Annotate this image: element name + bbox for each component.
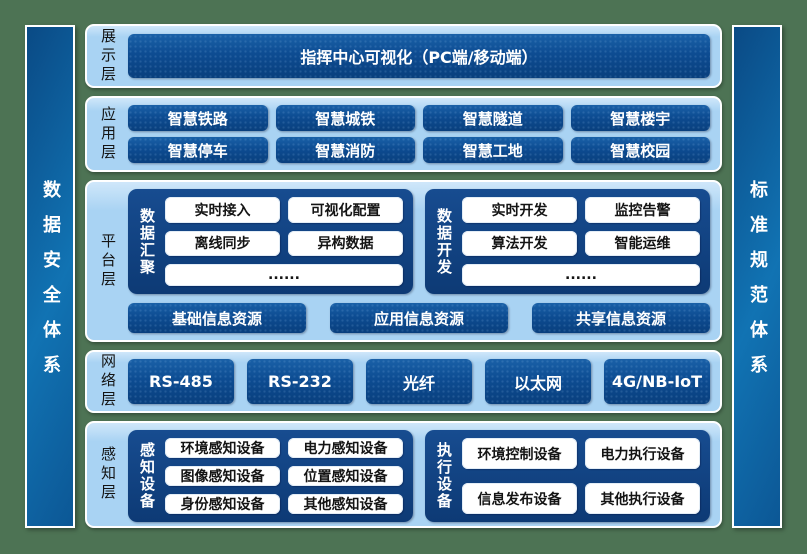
execution-devices-group: 执行设备 环境控制设备 电力执行设备 信息发布设备 其他执行设备 [425, 430, 710, 522]
data-aggregation-group: 数据汇聚 实时接入 可视化配置 离线同步 异构数据 ...... [128, 189, 413, 294]
shared-info-resource-button: 共享信息资源 [532, 303, 710, 333]
pill-image-sensing: 图像感知设备 [165, 466, 280, 486]
data-security-pillar: 数据安全体系 [25, 25, 75, 528]
pill-more-aggregation: ...... [165, 264, 403, 286]
presentation-layer-panel: 展示层 指挥中心可视化（PC端/移动端） [85, 24, 722, 88]
pill-identity-sensing: 身份感知设备 [165, 494, 280, 514]
presentation-layer-label: 展示层 [99, 27, 117, 85]
pill-visual-config: 可视化配置 [288, 197, 403, 223]
application-buttons-grid: 智慧铁路 智慧城铁 智慧隧道 智慧楼宇 智慧停车 智慧消防 智慧工地 智慧校园 [128, 105, 710, 163]
perception-layer-panel: 感知层 感知设备 环境感知设备 电力感知设备 图像感知设备 位置感知设备 身份感… [85, 421, 722, 528]
command-center-visualization-button: 指挥中心可视化（PC端/移动端） [128, 34, 710, 78]
pill-realtime-access: 实时接入 [165, 197, 280, 223]
net-button-4g-nbiot: 4G/NB-IoT [604, 359, 710, 404]
platform-layer-panel: 平台层 数据汇聚 实时接入 可视化配置 离线同步 异构数据 ...... 数据开… [85, 180, 722, 342]
pill-other-execution: 其他执行设备 [585, 483, 700, 514]
platform-layer-label: 平台层 [99, 232, 117, 290]
basic-info-resource-button: 基础信息资源 [128, 303, 306, 333]
pill-power-sensing: 电力感知设备 [288, 438, 403, 458]
net-button-rs232: RS-232 [247, 359, 353, 404]
data-aggregation-group-label: 数据汇聚 [138, 207, 156, 276]
net-button-fiber: 光纤 [366, 359, 472, 404]
pill-intelligent-ops: 智能运维 [585, 230, 700, 257]
pill-heterogeneous-data: 异构数据 [288, 230, 403, 257]
pill-realtime-dev: 实时开发 [462, 197, 577, 223]
perception-layer-label: 感知层 [99, 446, 117, 503]
data-development-group-label: 数据开发 [435, 207, 453, 276]
pill-location-sensing: 位置感知设备 [288, 466, 403, 486]
pill-other-sensing: 其他感知设备 [288, 494, 403, 514]
pill-environment-control: 环境控制设备 [462, 438, 577, 469]
application-layer-label: 应用层 [99, 105, 117, 163]
app-button-smart-building: 智慧楼宇 [570, 105, 710, 131]
standards-pillar-label: 标准规范体系 [747, 180, 768, 390]
pill-power-execution: 电力执行设备 [585, 438, 700, 469]
application-layer-panel: 应用层 智慧铁路 智慧城铁 智慧隧道 智慧楼宇 智慧停车 智慧消防 智慧工地 智… [85, 96, 722, 172]
net-button-ethernet: 以太网 [485, 359, 591, 404]
app-button-smart-parking: 智慧停车 [128, 137, 268, 163]
data-development-group: 数据开发 实时开发 监控告警 算法开发 智能运维 ...... [425, 189, 710, 294]
pill-offline-sync: 离线同步 [165, 230, 280, 257]
app-button-smart-tunnel: 智慧隧道 [423, 105, 563, 131]
pill-environment-sensing: 环境感知设备 [165, 438, 280, 458]
app-button-smart-railway: 智慧铁路 [128, 105, 268, 131]
sensing-devices-group: 感知设备 环境感知设备 电力感知设备 图像感知设备 位置感知设备 身份感知设备 … [128, 430, 413, 522]
app-info-resource-button: 应用信息资源 [330, 303, 508, 333]
app-button-smart-metro: 智慧城铁 [275, 105, 415, 131]
pill-monitor-alert: 监控告警 [585, 197, 700, 223]
execution-devices-group-label: 执行设备 [435, 442, 453, 510]
pill-algorithm-dev: 算法开发 [462, 230, 577, 257]
app-button-smart-fire: 智慧消防 [275, 137, 415, 163]
pill-more-development: ...... [462, 264, 700, 286]
network-layer-panel: 网络层 RS-485 RS-232 光纤 以太网 4G/NB-IoT [85, 350, 722, 413]
standards-pillar: 标准规范体系 [732, 25, 782, 528]
net-button-rs485: RS-485 [128, 359, 234, 404]
app-button-smart-site: 智慧工地 [423, 137, 563, 163]
app-button-smart-campus: 智慧校园 [570, 137, 710, 163]
sensing-devices-group-label: 感知设备 [138, 442, 156, 510]
pill-info-publishing: 信息发布设备 [462, 483, 577, 514]
network-buttons-grid: RS-485 RS-232 光纤 以太网 4G/NB-IoT [128, 359, 710, 404]
data-security-pillar-label: 数据安全体系 [40, 180, 61, 390]
network-layer-label: 网络层 [99, 353, 117, 410]
